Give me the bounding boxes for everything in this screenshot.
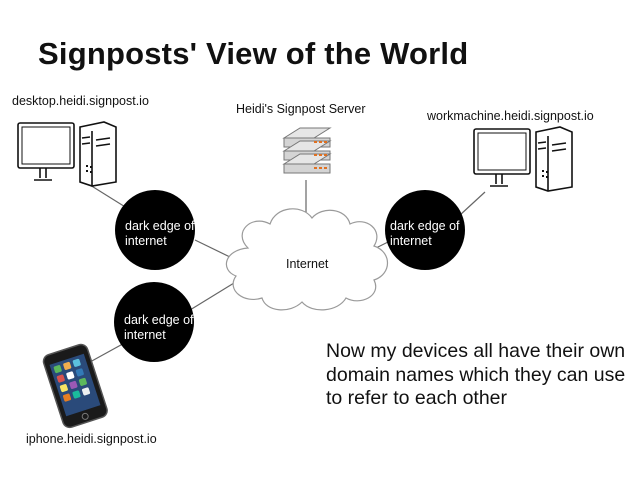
dark-edge-line-2: internet (125, 234, 167, 248)
dark-edge-line-1: dark edge of (390, 219, 460, 233)
internet-cloud (225, 208, 389, 311)
server-icon (282, 127, 332, 174)
dark-edge-circle-right (385, 190, 465, 270)
iphone-icon (42, 343, 108, 429)
server-label: Heidi's Signpost Server (236, 102, 366, 116)
dark-edge-label-bottom: dark edge of internet (124, 313, 194, 343)
slide-note: Now my devices all have their own domain… (326, 340, 626, 409)
link-edge-internet-left (194, 239, 233, 259)
internet-label: Internet (286, 257, 329, 271)
dark-edge-line-1: dark edge of (124, 313, 194, 327)
dark-edge-label-right: dark edge of internet (390, 219, 460, 249)
dark-edge-circle-bottom (114, 282, 194, 362)
desktop-computer-icon (17, 121, 117, 187)
dark-edge-line-2: internet (124, 328, 166, 342)
iphone-label: iphone.heidi.signpost.io (26, 432, 157, 446)
link-edge-internet-bottom (189, 282, 235, 311)
link-edge-workmachine (459, 191, 486, 216)
dark-edge-line-1: dark edge of (125, 219, 195, 233)
dark-edge-label-left: dark edge of internet (125, 219, 195, 249)
dark-edge-circle-left (115, 190, 195, 270)
slide-title: Signposts' View of the World (38, 36, 469, 71)
workmachine-computer-icon (473, 126, 573, 192)
desktop-label: desktop.heidi.signpost.io (12, 94, 149, 108)
dark-edge-line-2: internet (390, 234, 432, 248)
workmachine-label: workmachine.heidi.signpost.io (427, 109, 594, 123)
